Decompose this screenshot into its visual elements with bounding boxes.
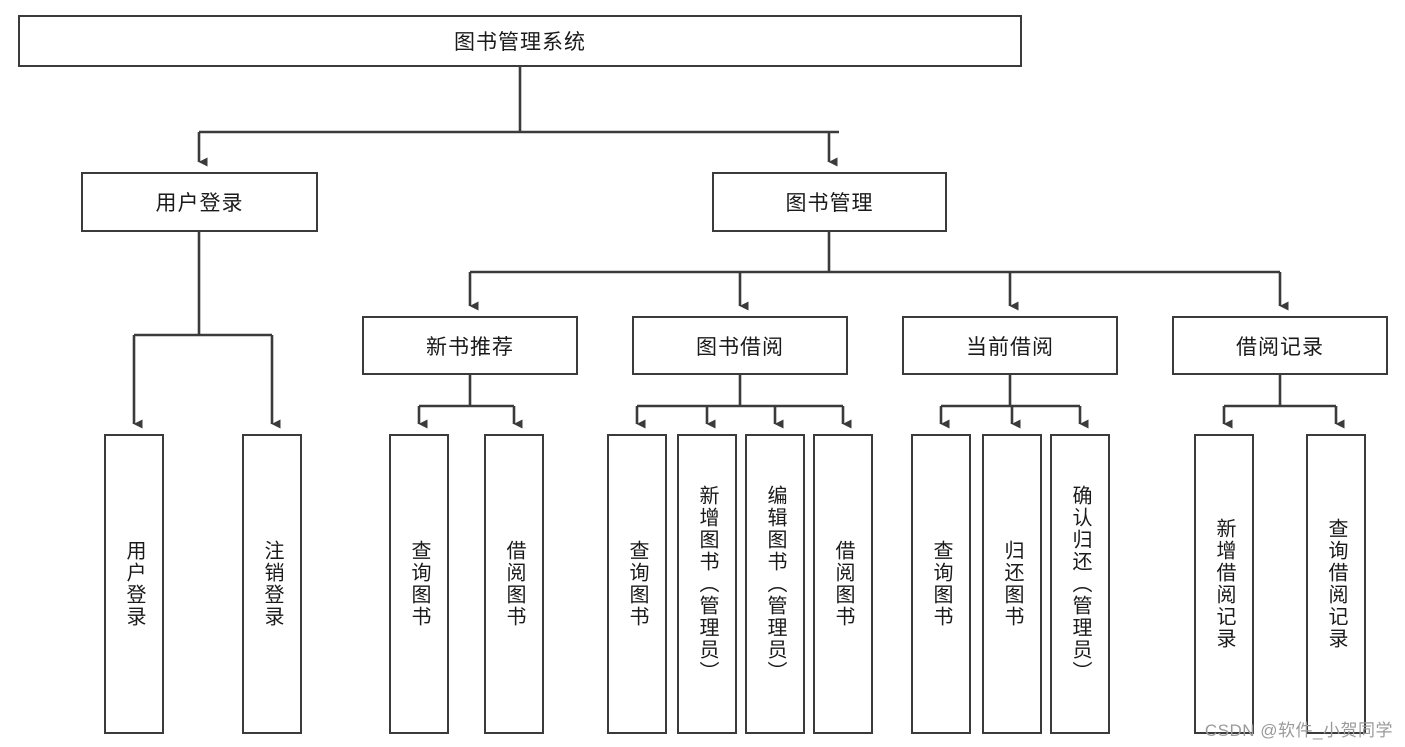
leaf-add-borrow-record-label: 新增借阅记录 [1213,518,1235,650]
leaf-logout-login[interactable]: 注销登录 [242,434,302,734]
node-book-management[interactable]: 图书管理 [712,172,947,232]
leaf-edit-book-admin[interactable]: 编辑图书（管理员） [745,434,805,734]
leaf-add-book-admin-label: 新增图书（管理员） [696,485,718,683]
leaf-query-book-2[interactable]: 查询图书 [607,434,667,734]
leaf-add-borrow-record[interactable]: 新增借阅记录 [1194,434,1254,734]
node-root-label: 图书管理系统 [454,31,586,54]
node-book-borrow[interactable]: 图书借阅 [632,316,848,375]
leaf-borrow-book-2-label: 借阅图书 [832,540,854,628]
leaf-confirm-return-admin-label: 确认归还（管理员） [1069,485,1091,683]
node-book-management-label: 图书管理 [785,192,874,215]
leaf-query-book-2-label: 查询图书 [626,540,648,628]
leaf-edit-book-admin-label: 编辑图书（管理员） [764,485,786,683]
node-borrow-record-label: 借阅记录 [1236,335,1324,359]
leaf-confirm-return-admin[interactable]: 确认归还（管理员） [1050,434,1110,734]
node-current-borrow[interactable]: 当前借阅 [902,316,1118,375]
leaf-return-book-label: 归还图书 [1001,540,1023,628]
leaf-return-book[interactable]: 归还图书 [982,434,1042,734]
watermark-text: CSDN @软件_小贺同学 [1204,721,1393,740]
leaf-borrow-book-2[interactable]: 借阅图书 [813,434,873,734]
node-new-book-recommend-label: 新书推荐 [426,335,514,359]
node-current-borrow-label: 当前借阅 [966,335,1054,359]
leaf-query-borrow-record-label: 查询借阅记录 [1325,518,1347,650]
leaf-user-login[interactable]: 用户登录 [104,434,164,734]
leaf-query-book-1[interactable]: 查询图书 [389,434,449,734]
leaf-query-book-3-label: 查询图书 [930,540,952,628]
leaf-user-login-label: 用户登录 [123,540,145,628]
leaf-add-book-admin[interactable]: 新增图书（管理员） [677,434,737,734]
node-root[interactable]: 图书管理系统 [18,15,1022,67]
node-user-login[interactable]: 用户登录 [81,172,318,232]
node-user-login-label: 用户登录 [155,192,244,215]
node-new-book-recommend[interactable]: 新书推荐 [362,316,578,375]
leaf-query-borrow-record[interactable]: 查询借阅记录 [1306,434,1366,734]
node-book-borrow-label: 图书借阅 [696,335,784,359]
leaf-query-book-1-label: 查询图书 [408,540,430,628]
leaf-borrow-book-1[interactable]: 借阅图书 [484,434,544,734]
leaf-logout-login-label: 注销登录 [261,540,283,628]
leaf-borrow-book-1-label: 借阅图书 [503,540,525,628]
node-borrow-record[interactable]: 借阅记录 [1172,316,1388,375]
leaf-query-book-3[interactable]: 查询图书 [911,434,971,734]
